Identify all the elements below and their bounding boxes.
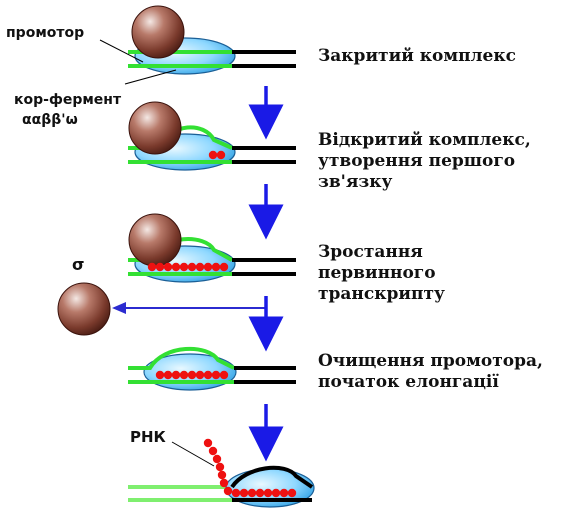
stage-1-title: Закритий комплекс [318, 46, 516, 66]
rna-nucleotide [179, 262, 189, 272]
sigma-factor [128, 213, 182, 267]
rna-nucleotide [195, 370, 205, 380]
stage-1-closed-complex [128, 5, 296, 75]
rna-nucleotide [208, 150, 218, 160]
sigma-factor [131, 5, 185, 59]
stage-3-transcript-growth [128, 213, 296, 283]
stage-2-title-line-3: зв'язку [318, 172, 393, 192]
rna-nucleotide [219, 262, 229, 272]
rna-nucleotide [223, 486, 233, 496]
stage-5-elongation [128, 438, 315, 508]
rna-nucleotide [217, 470, 227, 480]
rna-nucleotide [187, 262, 197, 272]
rna-nucleotide [211, 262, 221, 272]
rna-label: РНК [130, 428, 167, 446]
dna-template-bubble [128, 346, 235, 370]
stage-3-title-line-3: транскрипту [318, 284, 445, 304]
rna-nucleotide [216, 150, 226, 160]
rna-nucleotide [203, 262, 213, 272]
sigma-label: σ [72, 255, 84, 274]
rna-nucleotide [239, 488, 249, 498]
rna-transcript [155, 370, 229, 380]
rna-nucleotide [208, 446, 218, 456]
rna-nucleotide [215, 462, 225, 472]
stage-4-title-line-1: Очищення промотора, [318, 351, 543, 371]
rna-nucleotide [287, 488, 297, 498]
rna-nucleotide [147, 262, 157, 272]
rna-nucleotide [279, 488, 289, 498]
sigma-release-arrowhead [112, 302, 126, 314]
rna-nucleotide [219, 478, 229, 488]
sigma-factor [128, 101, 182, 155]
rna-nucleotide [255, 488, 265, 498]
rna-nucleotide [231, 488, 241, 498]
rna-nucleotide [171, 370, 181, 380]
rna-nucleotide [219, 370, 229, 380]
rna-pointer [171, 441, 215, 467]
promoter-pointer [99, 39, 144, 63]
rna-nucleotide [187, 370, 197, 380]
rna-nucleotide [195, 262, 205, 272]
stage-2-title-line-2: утворення першого [318, 151, 515, 171]
rna-nucleotide [203, 370, 213, 380]
dna-template-bubble [230, 465, 314, 489]
stage-2-open-complex [128, 101, 296, 171]
stage-3-title-line-2: первинного [318, 263, 436, 283]
rna-nucleotide [203, 438, 213, 448]
core-enzyme-label: кор-фермент [14, 92, 122, 108]
rna-nucleotide [247, 488, 257, 498]
rna-nucleotide [271, 488, 281, 498]
stage-3-title-line-1: Зростання [318, 242, 423, 262]
rna-nucleotide [263, 488, 273, 498]
rna-nucleotide [211, 370, 221, 380]
stage-2-title-line-1: Відкритий комплекс, [318, 130, 531, 150]
stage-4-promoter-clearance [128, 346, 296, 391]
rna-transcript [203, 438, 297, 498]
rna-nucleotide [163, 370, 173, 380]
rna-nucleotide [171, 262, 181, 272]
rna-nucleotide [155, 370, 165, 380]
core-enzyme-pointer [124, 69, 177, 85]
core-enzyme-subunits-label: ααββ'ω [22, 112, 78, 128]
rna-nucleotide [179, 370, 189, 380]
rna-transcript [147, 262, 229, 272]
rna-nucleotide [163, 262, 173, 272]
sigma-release-arrow [122, 296, 267, 309]
rna-nucleotide [155, 262, 165, 272]
stage-4-title-line-2: початок елонгації [318, 372, 499, 392]
promoter-label: промотор [6, 25, 84, 41]
rna-nucleotide [212, 454, 222, 464]
released-sigma-factor [57, 282, 111, 336]
